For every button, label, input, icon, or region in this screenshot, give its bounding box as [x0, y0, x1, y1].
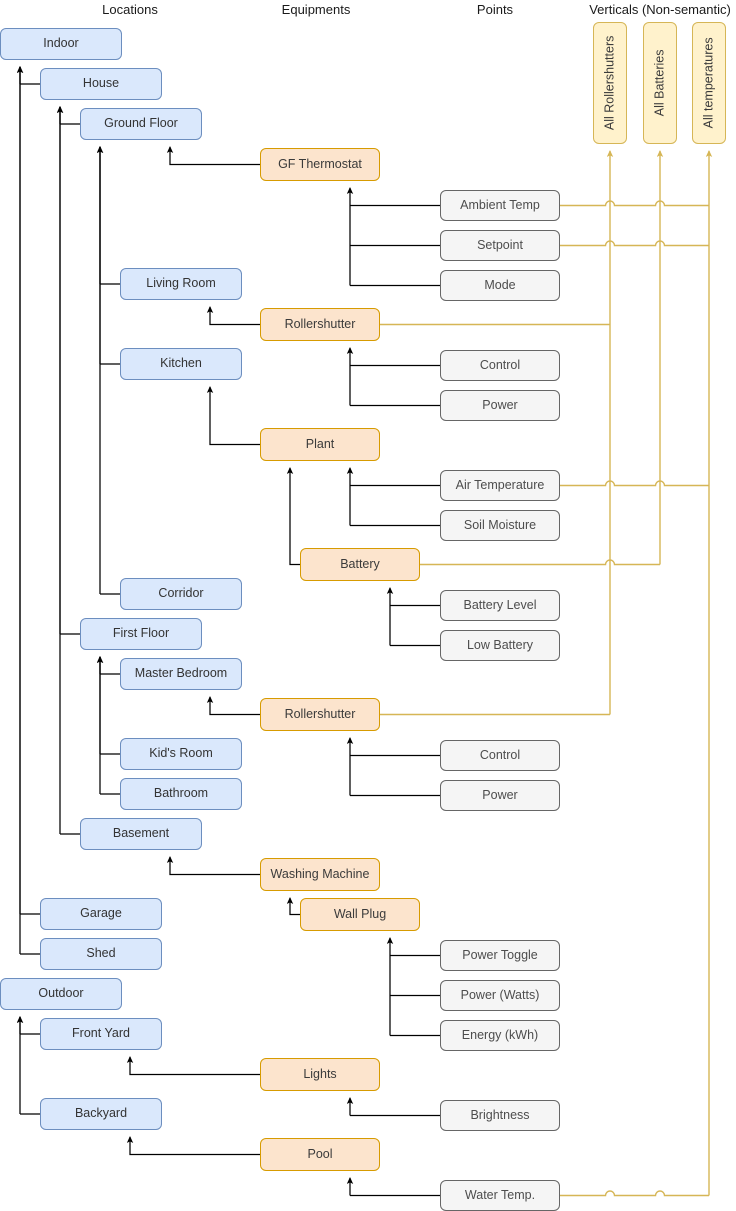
equipments-node-rollershutter-gf[interactable]: Rollershutter — [260, 308, 380, 341]
node-label: Battery Level — [463, 597, 537, 612]
node-label: All Batteries — [652, 49, 667, 117]
column-header-locations: Locations — [102, 2, 158, 17]
equipments-node-gf-thermostat[interactable]: GF Thermostat — [260, 148, 380, 181]
verticals-node-all-batteries[interactable]: All Batteries — [643, 22, 677, 144]
locations-node-ground-floor[interactable]: Ground Floor — [80, 108, 202, 140]
locations-node-outdoor[interactable]: Outdoor — [0, 978, 122, 1010]
node-label: All temperatures — [701, 37, 716, 129]
points-node-power-gf[interactable]: Power — [440, 390, 560, 421]
node-label: Mode — [484, 277, 516, 292]
column-header-points: Points — [476, 2, 514, 17]
node-label: Living Room — [146, 276, 216, 291]
node-label: Power (Watts) — [460, 987, 540, 1002]
node-label: Control — [479, 357, 521, 372]
locations-node-front-yard[interactable]: Front Yard — [40, 1018, 162, 1050]
node-label: GF Thermostat — [278, 156, 362, 171]
node-label: Master Bedroom — [134, 666, 228, 681]
node-label: Setpoint — [477, 237, 523, 252]
node-label: House — [82, 76, 120, 91]
equipments-node-wall-plug[interactable]: Wall Plug — [300, 898, 420, 931]
locations-node-garage[interactable]: Garage — [40, 898, 162, 930]
points-node-mode[interactable]: Mode — [440, 270, 560, 301]
node-label: Shed — [86, 946, 116, 961]
node-label: Air Temperature — [455, 477, 545, 492]
locations-node-kids-room[interactable]: Kid's Room — [120, 738, 242, 770]
locations-node-backyard[interactable]: Backyard — [40, 1098, 162, 1130]
locations-node-corridor[interactable]: Corridor — [120, 578, 242, 610]
node-label: Kid's Room — [149, 746, 213, 761]
node-label: Battery — [340, 556, 380, 571]
locations-node-indoor[interactable]: Indoor — [0, 28, 122, 60]
node-label: Power — [482, 787, 518, 802]
points-node-water-temp[interactable]: Water Temp. — [440, 1180, 560, 1211]
points-node-setpoint[interactable]: Setpoint — [440, 230, 560, 261]
verticals-node-all-rollershutters[interactable]: All Rollershutters — [593, 22, 627, 144]
node-label: Backyard — [74, 1106, 128, 1121]
locations-node-shed[interactable]: Shed — [40, 938, 162, 970]
node-label: Power — [482, 397, 518, 412]
equipments-node-plant[interactable]: Plant — [260, 428, 380, 461]
node-label: Lights — [303, 1066, 337, 1081]
node-label: Front Yard — [72, 1026, 130, 1041]
equipments-node-rollershutter-ff[interactable]: Rollershutter — [260, 698, 380, 731]
node-label: Bathroom — [153, 786, 209, 801]
node-label: Washing Machine — [270, 866, 370, 881]
node-label: Outdoor — [38, 986, 84, 1001]
verticals-node-all-temperatures[interactable]: All temperatures — [692, 22, 726, 144]
locations-node-house[interactable]: House — [40, 68, 162, 100]
node-label: Kitchen — [160, 356, 202, 371]
locations-node-kitchen[interactable]: Kitchen — [120, 348, 242, 380]
locations-node-master-bedroom[interactable]: Master Bedroom — [120, 658, 242, 690]
node-label: All Rollershutters — [602, 35, 617, 131]
node-label: Wall Plug — [333, 906, 387, 921]
node-label: Plant — [305, 436, 335, 451]
points-node-air-temperature[interactable]: Air Temperature — [440, 470, 560, 501]
locations-node-living-room[interactable]: Living Room — [120, 268, 242, 300]
node-label: First Floor — [112, 626, 170, 641]
locations-node-basement[interactable]: Basement — [80, 818, 202, 850]
points-node-power-toggle[interactable]: Power Toggle — [440, 940, 560, 971]
points-node-soil-moisture[interactable]: Soil Moisture — [440, 510, 560, 541]
node-label: Garage — [80, 906, 122, 921]
node-label: Ambient Temp — [460, 197, 540, 212]
points-node-ambient-temp[interactable]: Ambient Temp — [440, 190, 560, 221]
node-label: Rollershutter — [284, 706, 356, 721]
column-header-verticals-non-semantic: Verticals (Non-semantic) — [589, 2, 731, 17]
node-label: Rollershutter — [284, 316, 356, 331]
locations-node-first-floor[interactable]: First Floor — [80, 618, 202, 650]
node-label: Soil Moisture — [463, 517, 537, 532]
node-label: Indoor — [43, 36, 79, 51]
node-label: Brightness — [470, 1107, 530, 1122]
column-header-equipments: Equipments — [281, 2, 351, 17]
equipments-node-battery[interactable]: Battery — [300, 548, 420, 581]
node-label: Power Toggle — [462, 947, 538, 962]
node-label: Energy (kWh) — [461, 1027, 539, 1042]
points-node-control-gf[interactable]: Control — [440, 350, 560, 381]
points-node-power-ff[interactable]: Power — [440, 780, 560, 811]
points-node-control-ff[interactable]: Control — [440, 740, 560, 771]
node-label: Water Temp. — [464, 1187, 536, 1202]
equipments-node-pool[interactable]: Pool — [260, 1138, 380, 1171]
node-label: Control — [479, 747, 521, 762]
equipments-node-washing-machine[interactable]: Washing Machine — [260, 858, 380, 891]
points-node-low-battery[interactable]: Low Battery — [440, 630, 560, 661]
equipments-node-lights[interactable]: Lights — [260, 1058, 380, 1091]
node-label: Low Battery — [466, 637, 533, 652]
locations-node-bathroom[interactable]: Bathroom — [120, 778, 242, 810]
points-node-battery-level[interactable]: Battery Level — [440, 590, 560, 621]
points-node-energy-kwh[interactable]: Energy (kWh) — [440, 1020, 560, 1051]
node-label: Corridor — [158, 586, 204, 601]
node-label: Pool — [307, 1146, 333, 1161]
points-node-brightness[interactable]: Brightness — [440, 1100, 560, 1131]
node-label: Ground Floor — [104, 116, 178, 131]
points-node-power-watts[interactable]: Power (Watts) — [440, 980, 560, 1011]
node-label: Basement — [112, 826, 170, 841]
